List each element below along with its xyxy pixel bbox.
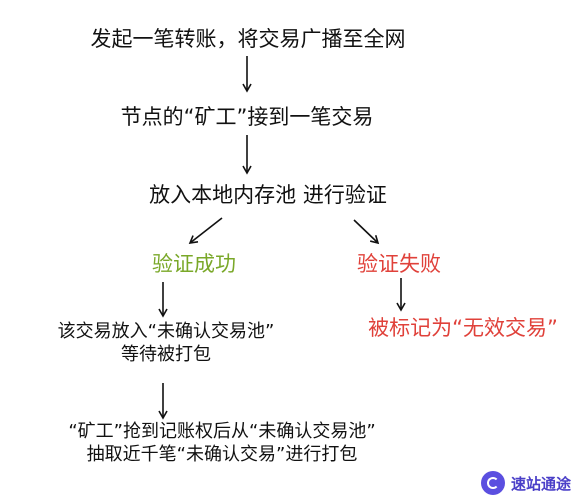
- node-verify-failure: 验证失败: [357, 252, 441, 276]
- node-packing: “矿工”抢到记账权后从“未确认交易池” 抽取近千笔“未确认交易”进行打包: [68, 421, 375, 466]
- arrow-verify-to-failure: [353, 219, 380, 245]
- globe-logo-icon: [481, 471, 505, 495]
- pool-line-2: 等待被打包: [121, 343, 211, 365]
- pack-line-2: 抽取近千笔“未确认交易”进行打包: [86, 443, 358, 465]
- node-invalid-mark: 被标记为“无效交易”: [368, 316, 558, 340]
- pool-line-1: 该交易放入“未确认交易池”: [57, 321, 275, 342]
- arrow-verify-to-success: [188, 217, 223, 244]
- watermark-text: 速站通途: [511, 474, 572, 493]
- node-pending-pool: 该交易放入“未确认交易池” 等待被打包: [58, 321, 275, 366]
- pack-line-1: “矿工”抢到记账权后从“未确认交易池”: [68, 421, 376, 442]
- node-start: 发起一笔转账，将交易广播至全网: [90, 27, 406, 51]
- node-miner-receive: 节点的“矿工”接到一笔交易: [120, 105, 374, 129]
- node-verify: 放入本地内存池 进行验证: [149, 183, 387, 207]
- watermark-badge: 速站通途: [481, 469, 587, 497]
- node-verify-success: 验证成功: [152, 252, 236, 276]
